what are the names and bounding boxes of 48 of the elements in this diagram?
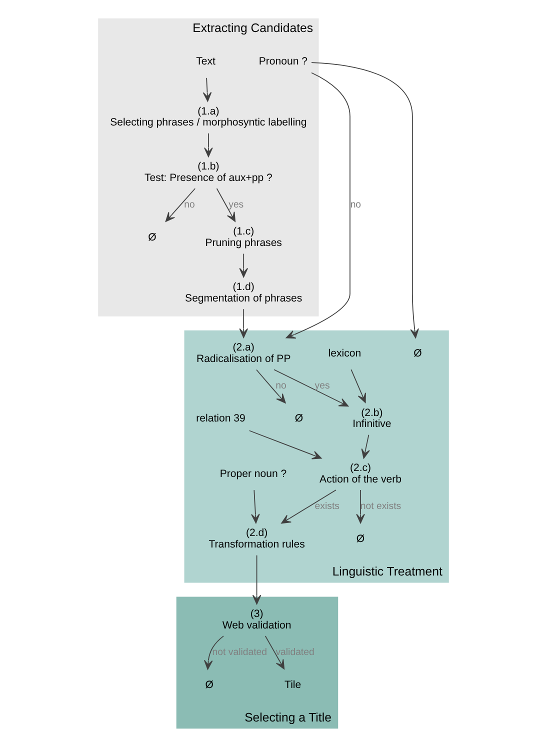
arrow: [256, 369, 286, 404]
edge-label: no: [276, 380, 286, 392]
node-text: lexicon: [328, 347, 362, 360]
node-text: (1.d) Segmentation of phrases: [185, 281, 302, 304]
node-text: (2.b) Infinitive: [352, 406, 392, 430]
arrow: [281, 490, 336, 524]
arrow: [251, 490, 260, 524]
arrow: [216, 188, 236, 222]
node-text: Text: [196, 56, 216, 68]
node-text: (1.c) Pruning phrases: [205, 226, 282, 250]
node-text: Ø: [414, 347, 422, 360]
node-text: relation 39: [196, 412, 246, 424]
node-text: Ø: [148, 231, 156, 244]
arrow: [204, 132, 213, 158]
node-text: Ø: [205, 678, 214, 691]
node-text: (1.a) Selecting phrases / morphosyntic labelling: [110, 105, 307, 129]
edge-label: not validated: [212, 647, 268, 658]
arrow: [252, 554, 262, 604]
edge-label: validated: [276, 647, 314, 658]
node-text: Ø: [356, 532, 365, 545]
node-text: (2.c) Action of the verb: [320, 462, 402, 486]
node-text: Ø: [294, 412, 304, 424]
arrow: [204, 636, 224, 670]
arrow: [239, 308, 248, 338]
edge-label: yes: [228, 200, 244, 211]
edge-label: exists: [314, 501, 340, 512]
node-text: (2.a) Radicalisation of PP: [196, 342, 291, 366]
node-text: Pronoun ?: [258, 56, 308, 68]
arrow: [361, 434, 370, 459]
edge-label: yes: [314, 380, 330, 392]
arrow: [264, 636, 285, 670]
arrow: [356, 490, 365, 524]
arrow: [202, 78, 212, 102]
arrow: [311, 62, 419, 338]
arrow: [239, 253, 248, 278]
node-text: Tile: [284, 678, 302, 691]
node-text: (1.b) Test: Presence of aux+pp ?: [144, 160, 272, 184]
arrow: [274, 369, 349, 407]
node-text: Proper noun ?: [220, 468, 287, 480]
edge-label: not exists: [360, 501, 402, 512]
node-text: (2.d) Transformation rules: [208, 527, 305, 551]
arrow: [165, 188, 196, 222]
edge-label: no: [350, 200, 362, 211]
node-text: (3) Web validation: [222, 608, 292, 632]
arrow: [286, 72, 350, 339]
edge-label: no: [184, 200, 195, 211]
arrow: [248, 430, 322, 460]
arrow: [350, 369, 366, 403]
